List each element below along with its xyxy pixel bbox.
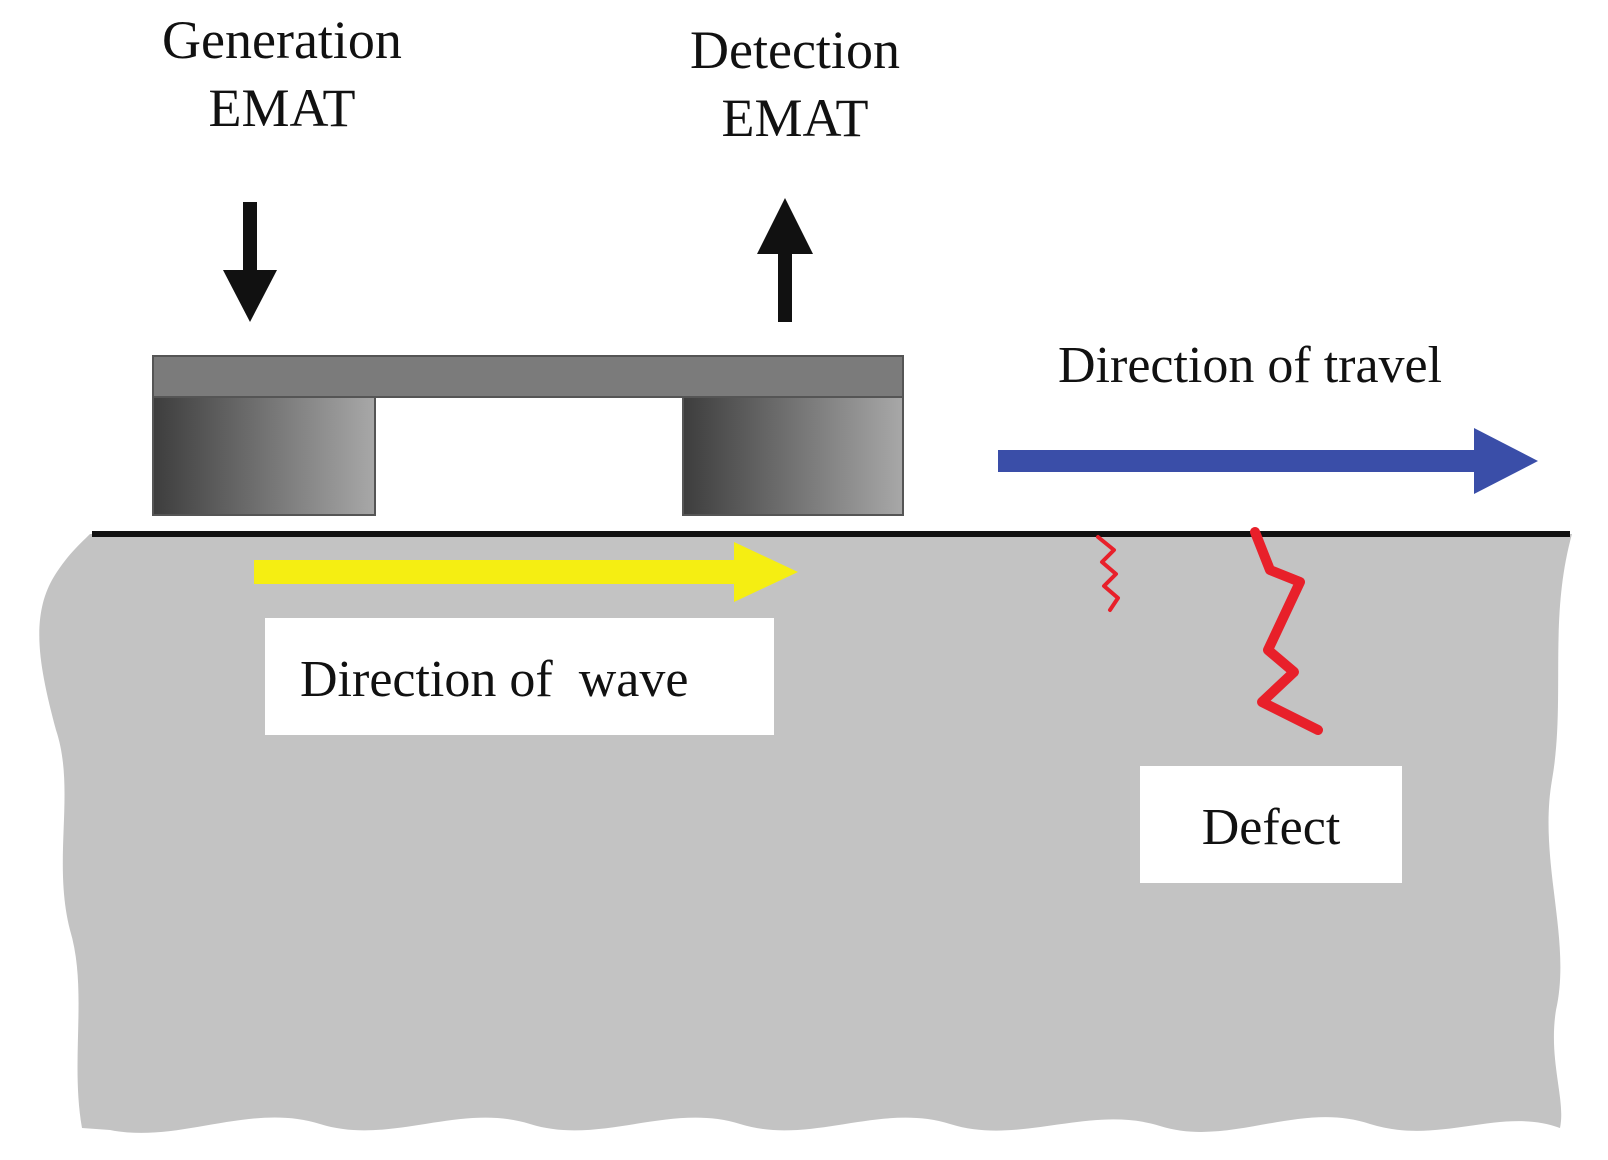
direction-of-wave-label: Direction of wave [300, 651, 688, 708]
generation-emat-label-line1: Generation [162, 10, 402, 70]
defect-label: Defect [1202, 799, 1341, 856]
direction-of-wave-label-box [265, 618, 774, 735]
large-defect-crack [1250, 527, 1323, 735]
generation-emat-label-line2: EMAT [209, 78, 356, 138]
emat-transducer [152, 355, 904, 516]
direction-of-travel-label: Direction of travel [1058, 337, 1442, 394]
detection-output-arrow [757, 198, 813, 322]
direction-of-wave-arrow [254, 542, 798, 602]
generation-input-arrow [223, 202, 277, 322]
generation-magnet [152, 396, 376, 516]
defect-label-box [1140, 766, 1402, 883]
detection-magnet [682, 396, 904, 516]
small-surface-crack [1096, 535, 1120, 612]
detection-emat-label-line1: Detection [690, 20, 900, 80]
detection-emat-label-line2: EMAT [722, 88, 869, 148]
direction-of-travel-arrow [998, 428, 1538, 494]
emat-top-bar [152, 355, 904, 398]
